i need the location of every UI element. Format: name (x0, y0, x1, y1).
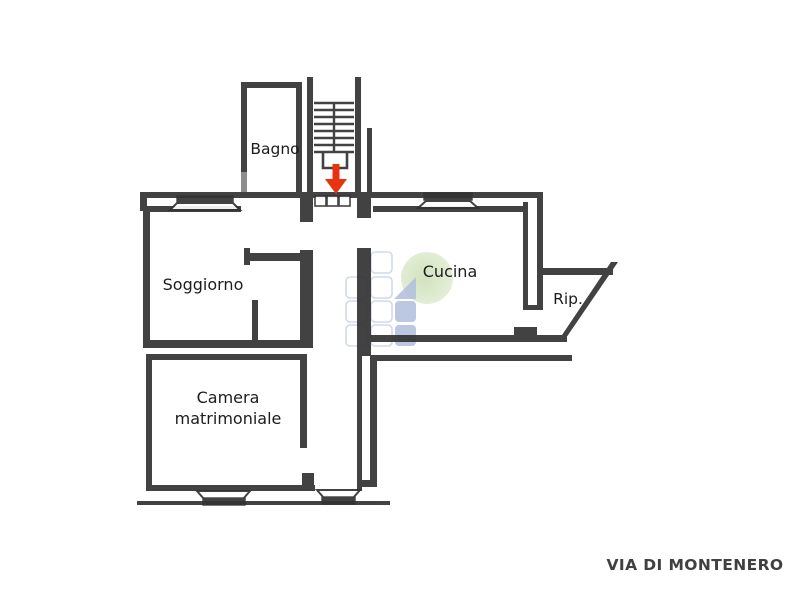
wall-bagno-left (241, 84, 247, 192)
wall-soggiorno-bottom (143, 340, 313, 348)
wall-shaft-cap (523, 305, 543, 310)
room-label-camera-line2: matrimoniale (175, 409, 282, 428)
wall-joiner (357, 480, 377, 487)
wall-camera-top (146, 354, 307, 360)
wall-corridor-thin (357, 355, 362, 491)
wall-pier-left (300, 192, 313, 222)
wall-camera-right (300, 354, 307, 448)
wall-left-outer (143, 206, 150, 348)
watermark-triangle (394, 277, 416, 299)
room-label-camera-line1: Camera (197, 388, 260, 407)
room-label-soggiorno: Soggiorno (163, 275, 244, 294)
wall-bagno-top (241, 82, 302, 88)
wall-top-main (140, 192, 543, 198)
wall-stair-left (307, 77, 313, 192)
arrow-shaft (332, 164, 340, 181)
room-labels: Bagno Soggiorno Cucina Rip. Camera matri… (163, 140, 583, 428)
wall-pier-right (357, 192, 371, 218)
arrow-head (325, 179, 347, 194)
wall-lower-room-top (370, 355, 572, 361)
watermark-square (395, 301, 416, 322)
wall-corridor-left (300, 250, 313, 348)
wall-camera-left (146, 354, 152, 491)
wall-lower-room-left (370, 355, 377, 482)
wall-shaft-left (523, 202, 528, 310)
wall-soggiorno-stub (252, 300, 258, 344)
window-top-right (415, 200, 481, 209)
window-sill (423, 192, 473, 201)
wall-rip-diagonal (560, 262, 618, 338)
ground-line (137, 501, 390, 505)
wall-rip-top (543, 268, 613, 275)
wall-corridor-right (357, 248, 371, 356)
entry-step (338, 195, 351, 207)
wall-stair-right (355, 77, 361, 192)
window-top-left (167, 202, 243, 211)
openings (167, 192, 481, 506)
wall-cucina-door-bump (514, 327, 537, 336)
wall-entry-right (367, 128, 372, 192)
street-label: VIA DI MONTENERO (607, 556, 784, 574)
wall-camera-door-bump (302, 473, 314, 487)
window-sill (202, 497, 246, 506)
walls (137, 77, 618, 505)
wall-cucina-bottom (370, 335, 567, 342)
entry-step (314, 195, 327, 207)
entrance-arrow-icon (325, 164, 347, 194)
wall-soggiorno-inner (246, 253, 300, 261)
stair-treads (314, 101, 354, 154)
room-label-bagno: Bagno (250, 140, 299, 158)
entry-step (326, 195, 339, 207)
wall-shaft-right (537, 194, 543, 310)
bagno-door (241, 172, 247, 192)
wall-camera-bottom (146, 485, 315, 491)
room-label-cucina: Cucina (423, 262, 478, 281)
window-sill (176, 195, 234, 204)
wall-bagno-right (296, 84, 302, 192)
room-label-rip: Rip. (553, 290, 583, 308)
wall-soggiorno-inner-cap (244, 248, 250, 265)
window-sill (321, 496, 356, 505)
wall-top-left-cap (140, 192, 147, 211)
